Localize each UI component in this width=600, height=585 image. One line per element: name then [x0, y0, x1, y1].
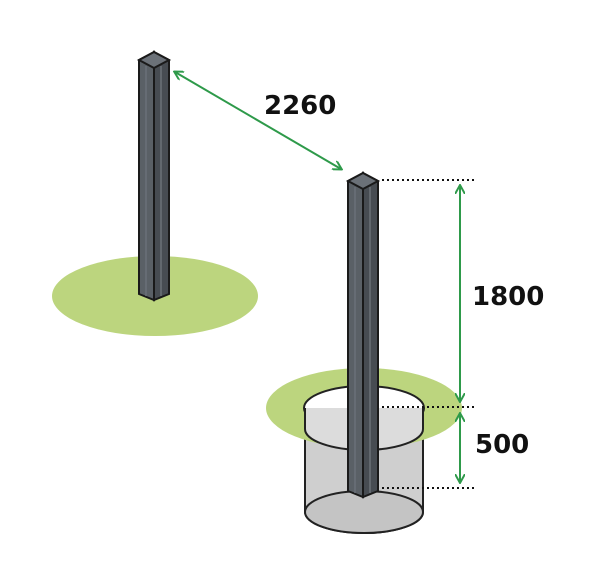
right-post-group — [266, 171, 462, 534]
left-post-group — [52, 50, 258, 336]
dimension-spacing-arrow — [175, 72, 341, 169]
dimension-reference-lines — [382, 179, 476, 489]
label-footing-depth: 500 — [475, 430, 530, 460]
label-post-spacing: 2260 — [264, 91, 337, 121]
right-post — [345, 171, 381, 499]
left-post — [136, 50, 172, 302]
label-post-height: 1800 — [472, 282, 545, 312]
